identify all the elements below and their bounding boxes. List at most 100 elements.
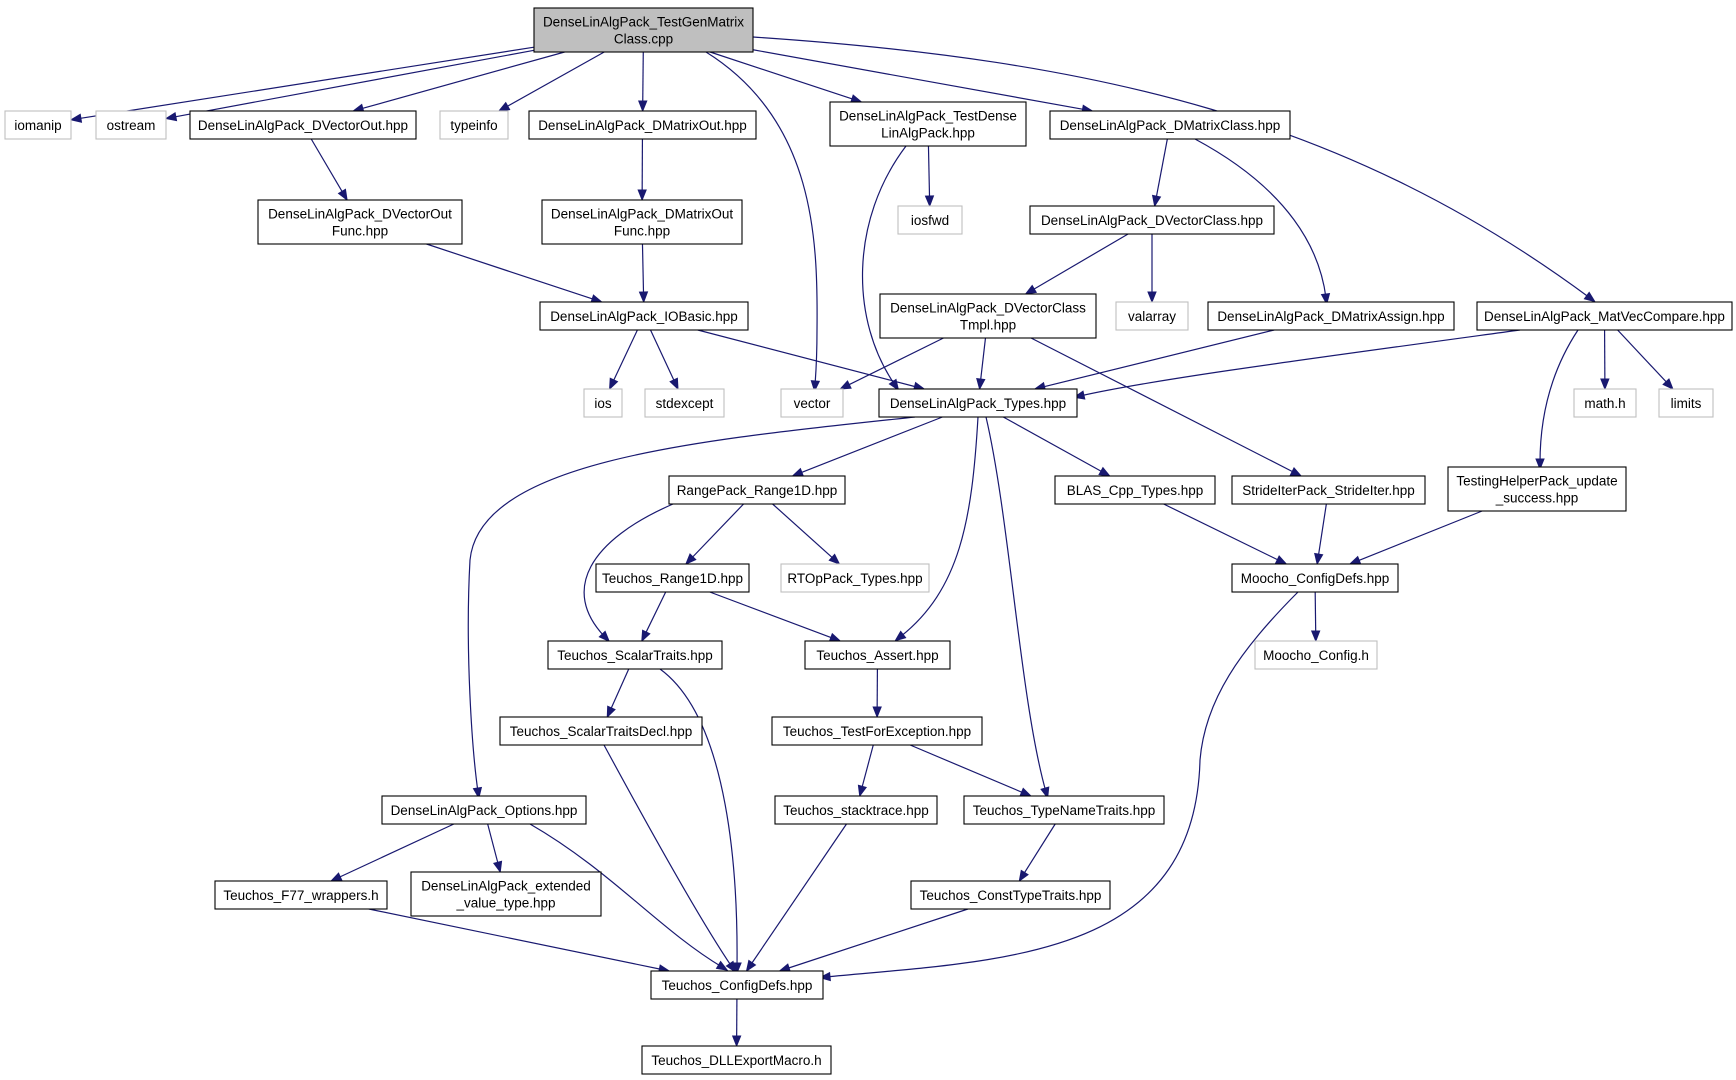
node-dvecout[interactable]: DenseLinAlgPack_DVectorOut.hpp (189, 110, 417, 140)
node-dmatassign[interactable]: DenseLinAlgPack_DMatrixAssign.hpp (1207, 301, 1455, 331)
node-stacktrace[interactable]: Teuchos_stacktrace.hpp (774, 795, 938, 825)
edge-assert-to-testforexc (872, 668, 882, 719)
node-label-line: Teuchos_Assert.hpp (816, 648, 938, 663)
edge-line (487, 823, 499, 865)
edge-line (78, 46, 535, 120)
edge-range1d-to-teuchosrange-arrowhead (685, 553, 697, 565)
edge-testdense-to-iosfwd (924, 145, 935, 208)
node-mathh: math.h (1573, 388, 1637, 418)
edge-line (709, 591, 833, 639)
node-scalartraitsdecl[interactable]: Teuchos_ScalarTraitsDecl.hpp (499, 716, 703, 746)
node-mooconfigdefs[interactable]: Moocho_ConfigDefs.hpp (1231, 563, 1399, 593)
edge-root-to-typeinfo (497, 51, 605, 112)
node-dmatout[interactable]: DenseLinAlgPack_DMatrixOut.hpp (528, 110, 757, 140)
node-assert[interactable]: Teuchos_Assert.hpp (804, 640, 951, 670)
edge-testdense-to-types (861, 145, 907, 392)
edge-dvecclasstmpl-to-vector-arrowhead (839, 380, 852, 390)
node-label-line: Teuchos_TypeNameTraits.hpp (973, 803, 1156, 818)
node-extvalue[interactable]: DenseLinAlgPack_extended_value_type.hpp (410, 871, 602, 917)
node-dvecclass[interactable]: DenseLinAlgPack_DVectorClass.hpp (1029, 205, 1275, 235)
node-scalartraits[interactable]: Teuchos_ScalarTraits.hpp (547, 640, 723, 670)
edges-layer (69, 36, 1674, 1048)
edge-line (927, 145, 931, 199)
edge-iobasic-to-types (697, 329, 926, 391)
node-dmatclass[interactable]: DenseLinAlgPack_DMatrixClass.hpp (1049, 110, 1291, 140)
edge-testdense-to-iosfwd-arrowhead (924, 195, 935, 208)
node-testforexc[interactable]: Teuchos_TestForException.hpp (771, 716, 983, 746)
edge-line (641, 243, 645, 295)
edge-mooconfigdefs-to-moochoconfig (1310, 591, 1321, 643)
node-label-line: DenseLinAlgPack_DMatrixOut (551, 207, 734, 222)
node-consttypetraits[interactable]: Teuchos_ConstTypeTraits.hpp (910, 880, 1111, 910)
node-label-line: DenseLinAlgPack_Types.hpp (890, 396, 1066, 411)
node-box (780, 563, 930, 593)
edge-scalartraitsdecl-to-teuchosconfigdefs (603, 744, 737, 974)
node-box (257, 199, 463, 245)
edge-dmatclass-to-dmatassign (1194, 138, 1331, 306)
edge-line (1030, 337, 1295, 473)
node-options[interactable]: DenseLinAlgPack_Options.hpp (381, 795, 587, 825)
edge-dvecclasstmpl-to-types (976, 337, 987, 391)
node-box (1231, 563, 1399, 593)
edge-teuchosconfigdefs-to-dllexport-arrowhead (731, 1035, 742, 1048)
edge-line (1032, 233, 1129, 291)
node-f77[interactable]: Teuchos_F77_wrappers.h (214, 880, 388, 910)
node-label-line: DenseLinAlgPack_DMatrixOut.hpp (538, 118, 747, 133)
node-iomanip: iomanip (4, 110, 72, 140)
node-range1d[interactable]: RangePack_Range1D.hpp (668, 475, 846, 505)
node-teuchosrange[interactable]: Teuchos_Range1D.hpp (595, 563, 750, 593)
edge-testforexc-to-stacktrace (857, 744, 874, 798)
node-label-line: stdexcept (656, 396, 714, 411)
node-box (897, 205, 963, 235)
node-box (381, 795, 587, 825)
edge-root-to-dmatout (638, 51, 648, 113)
edge-line (709, 51, 855, 101)
edge-teuchosrange-to-scalartraits (641, 591, 667, 643)
node-strideiter[interactable]: StrideIterPack_StrideIter.hpp (1231, 475, 1426, 505)
edge-testforexc-to-stacktrace-arrowhead (857, 784, 867, 798)
node-moochoconfig: Moocho_Config.h (1254, 640, 1378, 670)
node-box (410, 871, 602, 917)
node-label-line: DenseLinAlgPack_extended (421, 879, 591, 894)
edge-line (603, 744, 733, 968)
node-types[interactable]: DenseLinAlgPack_Types.hpp (878, 388, 1078, 418)
node-box (1115, 301, 1189, 331)
edge-dmatout-to-dmatoutfunc-arrowhead (637, 189, 647, 202)
edge-line (505, 51, 605, 108)
edge-line (360, 51, 565, 110)
edge-dvecclass-to-dvecclasstmpl (1024, 233, 1129, 295)
node-blascpp[interactable]: BLAS_Cpp_Types.hpp (1054, 475, 1216, 505)
node-testinghelper[interactable]: TestingHelperPack_update_success.hpp (1447, 466, 1627, 512)
node-matveccompare[interactable]: DenseLinAlgPack_MatVecCompare.hpp (1476, 301, 1733, 331)
node-teuchosconfigdefs[interactable]: Teuchos_ConfigDefs.hpp (650, 970, 824, 1000)
node-box (1207, 301, 1455, 331)
node-label-line: DenseLinAlgPack_TestDense (839, 109, 1017, 124)
edge-types-to-options (467, 416, 916, 800)
edge-line (861, 744, 874, 789)
node-box (95, 110, 167, 140)
node-label-line: iomanip (14, 118, 61, 133)
edge-options-to-extvalue (487, 823, 503, 874)
edge-range1d-to-rtoptypes (772, 503, 841, 565)
node-label-line: DenseLinAlgPack_MatVecCompare.hpp (1484, 309, 1725, 324)
node-box (879, 293, 1097, 339)
node-iobasic[interactable]: DenseLinAlgPack_IOBasic.hpp (539, 301, 749, 331)
node-label-line: Tmpl.hpp (960, 318, 1016, 333)
node-box (641, 1045, 832, 1075)
node-label-line: DenseLinAlgPack_DMatrixClass.hpp (1060, 118, 1281, 133)
node-dllexport[interactable]: Teuchos_DLLExportMacro.h (641, 1045, 832, 1075)
node-label-line: StrideIterPack_StrideIter.hpp (1242, 483, 1415, 498)
edge-types-to-options-arrowhead (472, 786, 483, 800)
node-ostream: ostream (95, 110, 167, 140)
edge-iobasic-to-stdexcept-arrowhead (669, 377, 679, 391)
edge-options-to-teuchosconfigdefs-arrowhead (715, 960, 729, 971)
edge-options-to-extvalue-arrowhead (492, 860, 503, 874)
edge-line (609, 668, 630, 710)
edge-line (752, 49, 1085, 111)
node-typenametraits[interactable]: Teuchos_TypeNameTraits.hpp (963, 795, 1165, 825)
